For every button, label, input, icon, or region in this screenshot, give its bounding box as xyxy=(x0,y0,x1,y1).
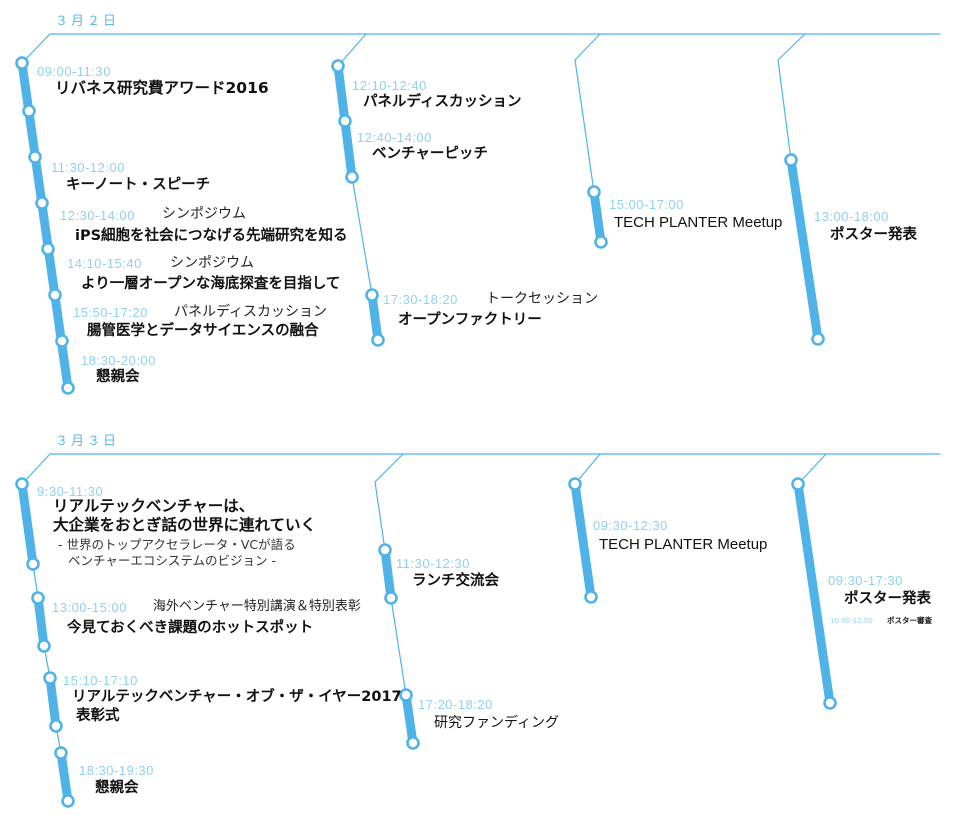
event-time: 12:40-14:00 xyxy=(357,130,432,145)
event-title: 表彰式 xyxy=(76,708,120,724)
gap-connector xyxy=(777,59,792,161)
event-time: 14:10-15:40 xyxy=(67,256,142,271)
branch-connector xyxy=(777,33,806,61)
event-subtitle: - 世界のトップアクセラレータ・VCが語る xyxy=(58,537,296,552)
event-time: 13:00-15:00 xyxy=(52,600,127,615)
event-title: より一層オープンな海底探査を目指して xyxy=(81,276,341,292)
session-track xyxy=(380,545,396,603)
event-time: 15:10-17:10 xyxy=(63,673,138,688)
timeline-nodes xyxy=(15,56,837,808)
event-title: TECH PLANTER Meetup xyxy=(614,214,783,231)
event-time: 18:30-20:00 xyxy=(81,353,156,368)
event-title: iPS細胞を社会につなげる先端研究を知る xyxy=(75,228,348,244)
event-title: 腸管医学とデータサイエンスの融合 xyxy=(87,323,319,339)
event-time: 09:00-11:30 xyxy=(37,64,111,79)
session-track xyxy=(570,479,596,602)
branch-connector xyxy=(374,453,404,483)
session-track xyxy=(589,187,606,247)
event-time: 09:30-12:30 xyxy=(593,518,668,533)
event-title: オープンファクトリー xyxy=(398,312,542,328)
session-track xyxy=(786,155,823,344)
event-title: 研究ファンディング xyxy=(434,715,560,731)
session-track xyxy=(45,673,61,731)
day2-rail xyxy=(21,453,941,485)
event-time: 9:30-11:30 xyxy=(37,484,104,499)
event-title: リバネス研究費アワード2016 xyxy=(55,79,269,97)
session-track xyxy=(56,748,73,806)
session-track xyxy=(33,593,49,651)
branch-connector xyxy=(574,33,601,61)
day-label: ３月２日 xyxy=(55,14,120,29)
gap-connector xyxy=(390,597,407,696)
event-subtitle: ポスター審査 xyxy=(887,616,932,625)
gap-connector xyxy=(351,176,373,296)
event-category: シンポジウム xyxy=(162,206,246,222)
event-title: TECH PLANTER Meetup xyxy=(599,536,768,553)
day1-rail xyxy=(21,33,941,64)
event-title: ポスター発表 xyxy=(844,591,931,607)
event-time: 15:50-17:20 xyxy=(73,305,148,320)
event-time: 11:30-12:00 xyxy=(51,160,125,175)
event-time: 15:00-17:00 xyxy=(609,197,684,212)
session-track xyxy=(793,479,835,708)
event-time: 12:30-14:00 xyxy=(60,208,135,223)
session-track xyxy=(401,690,418,748)
event-title: リアルテックベンチャーは、 xyxy=(53,497,255,515)
event-time: 11:30-12:30 xyxy=(396,556,470,571)
gap-connector xyxy=(374,481,386,551)
event-title: ベンチャーピッチ xyxy=(372,146,488,162)
event-title: 懇親会 xyxy=(95,780,139,796)
event-time: 17:20-18:20 xyxy=(418,697,493,712)
event-category: トークセッション xyxy=(486,291,598,307)
gap-connector xyxy=(574,59,595,193)
event-title: 今見ておくべき課題のホットスポット xyxy=(67,620,314,636)
day-label: ３月３日 xyxy=(55,434,120,449)
session-track xyxy=(367,290,383,345)
event-title: キーノート・スピーチ xyxy=(66,177,211,193)
event-title: ランチ交流会 xyxy=(412,573,499,589)
event-title: ポスター発表 xyxy=(830,227,917,243)
event-time: 18:30-19:30 xyxy=(79,763,154,778)
event-category: パネルディスカッション xyxy=(174,304,328,320)
event-time: 09:30-17:30 xyxy=(828,573,903,588)
session-track xyxy=(17,479,38,569)
event-title: 大企業をおとぎ話の世界に連れていく xyxy=(53,516,317,534)
event-category: シンポジウム xyxy=(170,255,254,271)
event-subtitle: ベンチャーエコシステムのビジョン - xyxy=(68,553,276,568)
event-subtime: 10:00-12:00 xyxy=(830,617,873,625)
branch-connector xyxy=(797,453,827,485)
branch-connector xyxy=(337,33,367,67)
event-category: 海外ベンチャー特別講演＆特別表彰 xyxy=(153,599,361,614)
event-title: 懇親会 xyxy=(96,369,140,385)
event-time: 17:30-18:20 xyxy=(383,292,458,307)
event-time: 12:10-12:40 xyxy=(352,78,427,93)
event-time: 13:00-18:00 xyxy=(814,209,889,224)
event-title: リアルテックベンチャー・オブ・ザ・イヤー2017 xyxy=(72,689,402,705)
event-title: パネルディスカッション xyxy=(363,94,522,110)
